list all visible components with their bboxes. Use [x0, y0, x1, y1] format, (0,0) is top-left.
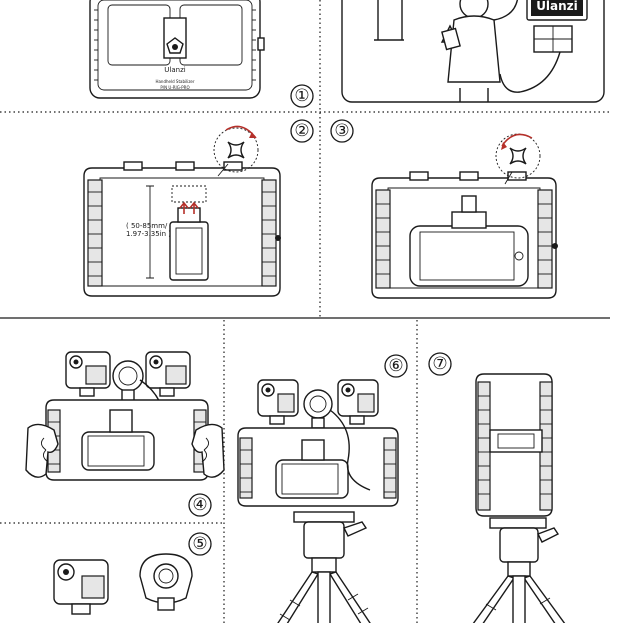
step-number-1: ① [294, 86, 309, 106]
rig-brand-text: Ulanzi [164, 66, 185, 74]
panel-7-vertical-tripod [469, 373, 569, 627]
step-number-2: ② [294, 121, 309, 141]
step-number-4: ④ [192, 495, 207, 515]
brand-sign-text: Ulanzi [536, 0, 578, 13]
step-number-3: ③ [334, 121, 349, 141]
panel-2-rig-clamp: ( 50-85mm/ 1.97-3.35in ) [83, 125, 281, 297]
panel-5-accessories [53, 553, 193, 615]
panel-1-rig-front: Ulanzi Handheld Stabilizer P/N U-RIG-PRO [89, 0, 265, 99]
step-badge-5: ⑤ [188, 532, 212, 556]
panel-3-phone-mounted [371, 133, 558, 299]
step-badge-3: ③ [330, 119, 354, 143]
step-badge-6: ⑥ [384, 354, 408, 378]
step-number-5: ⑤ [192, 534, 207, 554]
step-number-6: ⑥ [388, 356, 403, 376]
step-badge-1: ① [290, 84, 314, 108]
dimension-label-1: ( 50-85mm/ [126, 222, 168, 230]
panel-dividers [0, 0, 610, 623]
step-number-7: ⑦ [432, 354, 447, 374]
step-badge-4: ④ [188, 493, 212, 517]
panel-4-handheld [25, 351, 225, 481]
rig-small-text-2: P/N U-RIG-PRO [160, 85, 189, 90]
panel-top-right-illustration: Ulanzi [341, 0, 605, 103]
dimension-label-2: 1.97-3.35in ) [126, 230, 171, 238]
step-badge-2: ② [290, 119, 314, 143]
rig-small-text-1: Handheld Stabilizer [155, 79, 194, 84]
step-badge-7: ⑦ [428, 352, 452, 376]
panel-6-tripod-lights [237, 379, 399, 627]
